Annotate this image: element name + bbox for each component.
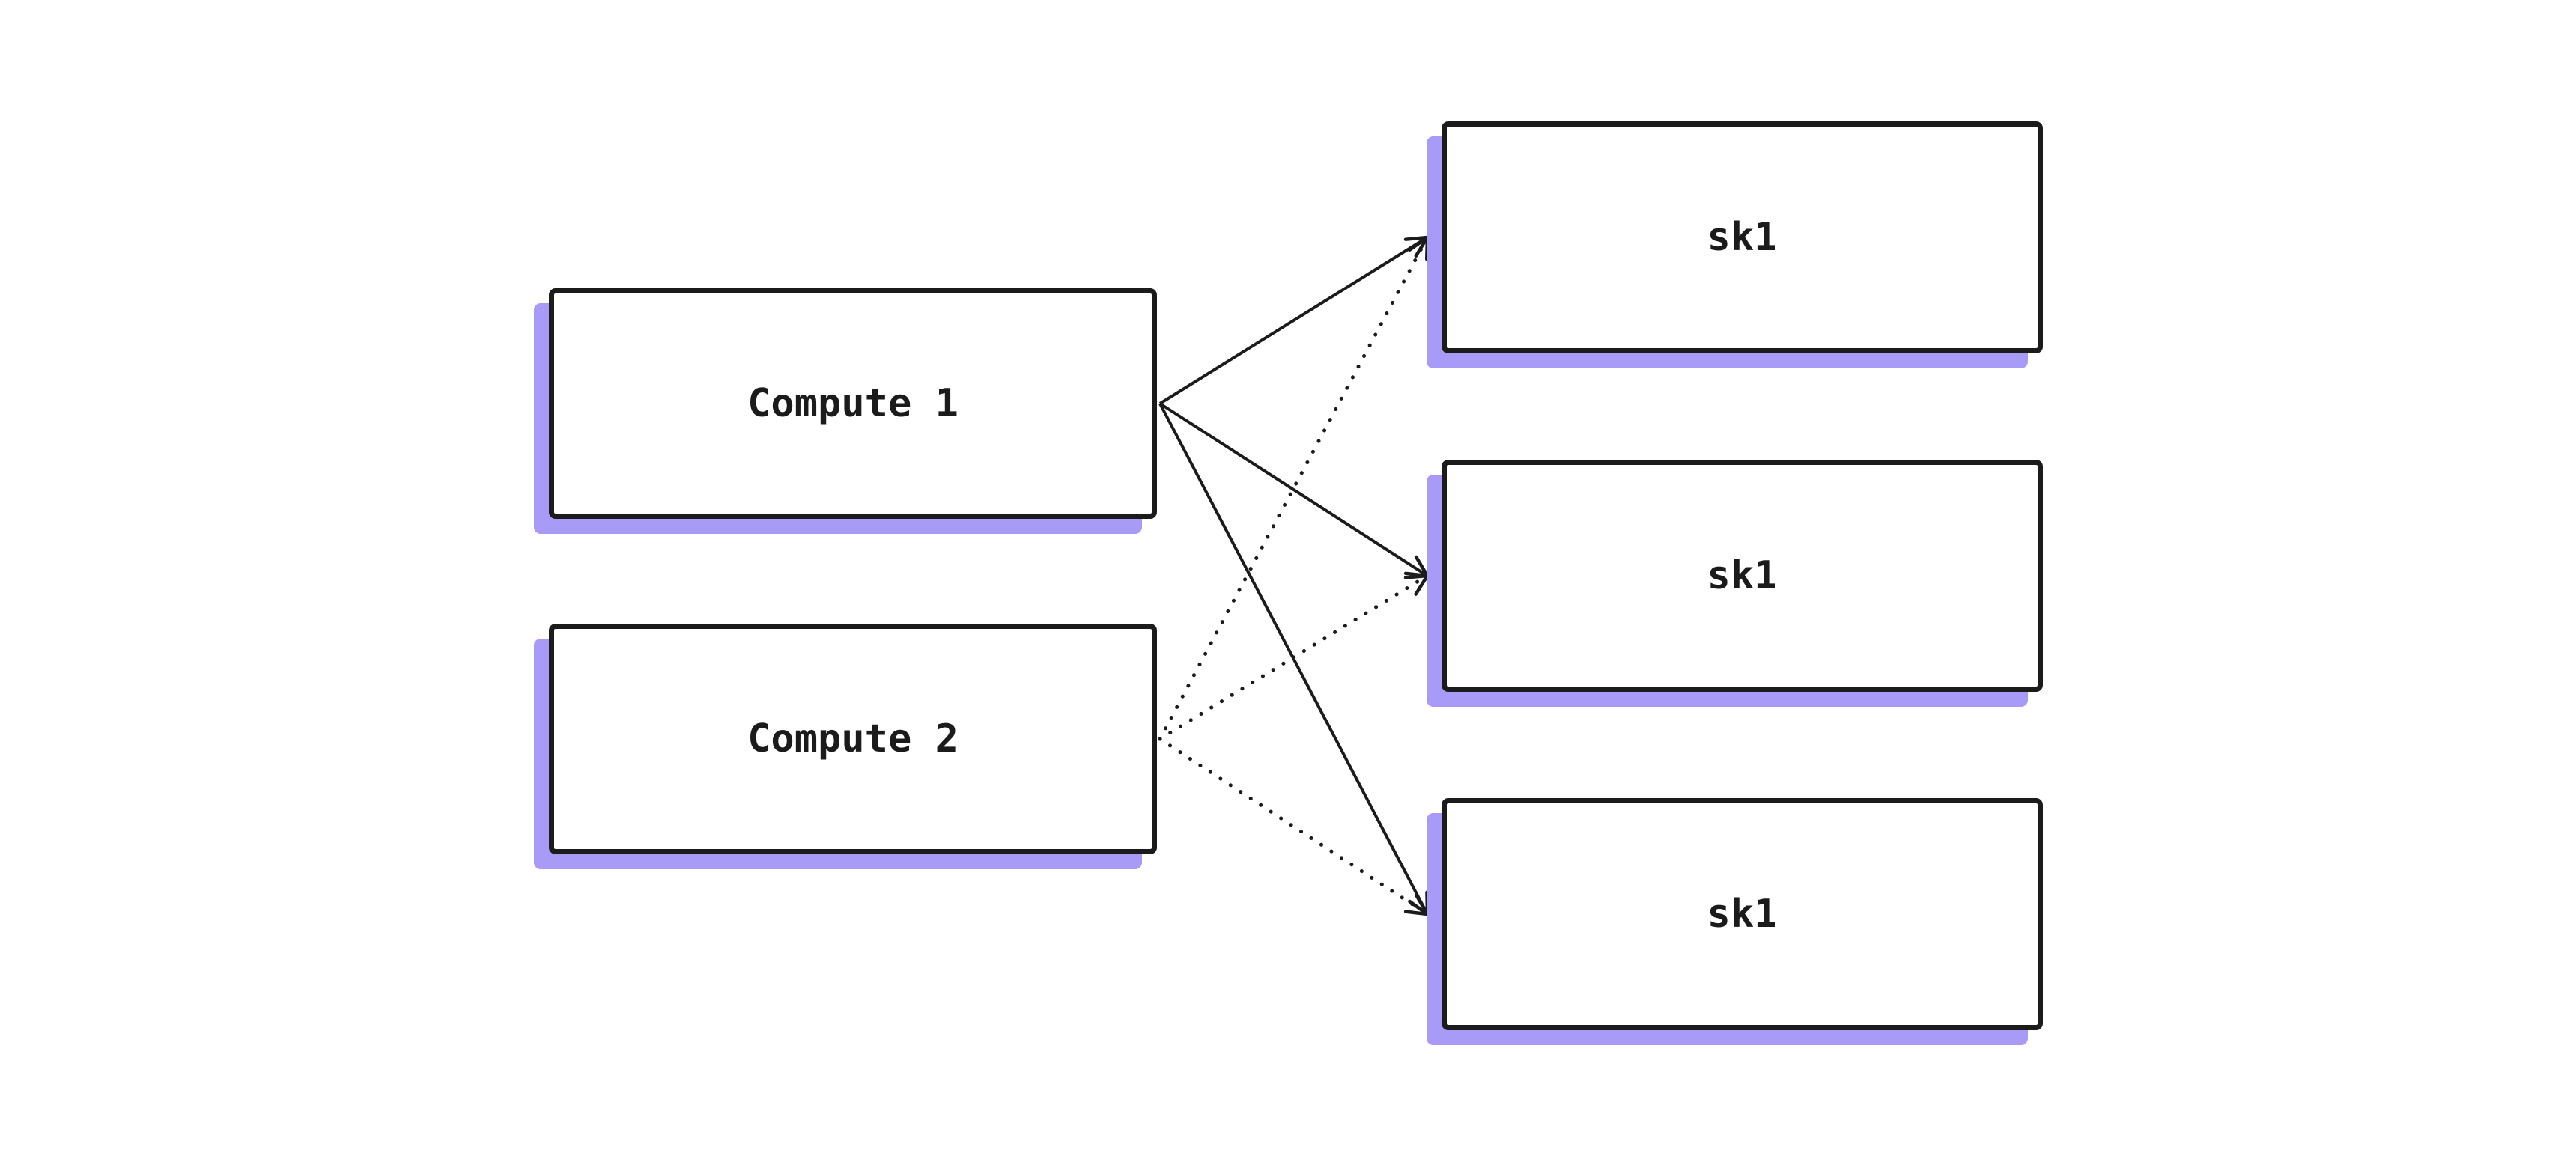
- node-sk1-a-label: sk1: [1707, 215, 1778, 260]
- node-compute-1-label: Compute 1: [747, 381, 959, 426]
- node-compute-2-label: Compute 2: [747, 717, 959, 761]
- node-compute-1: Compute 1: [549, 288, 1157, 519]
- node-sk1-b-label: sk1: [1707, 553, 1778, 598]
- node-sk1-c-label: sk1: [1707, 892, 1778, 937]
- edge-compute-1-sk1-b: [1158, 402, 1430, 578]
- node-sk1-a: sk1: [1442, 121, 2043, 353]
- node-sk1-c: sk1: [1442, 798, 2043, 1030]
- edge-compute-1-sk1-a: [1158, 235, 1430, 405]
- node-sk1-b: sk1: [1442, 460, 2043, 692]
- edge-compute-2-sk1-b: [1158, 574, 1430, 741]
- edge-compute-2-sk1-c: [1158, 737, 1430, 916]
- edge-compute-2-sk1-a: [1158, 235, 1430, 741]
- node-compute-2: Compute 2: [549, 624, 1157, 854]
